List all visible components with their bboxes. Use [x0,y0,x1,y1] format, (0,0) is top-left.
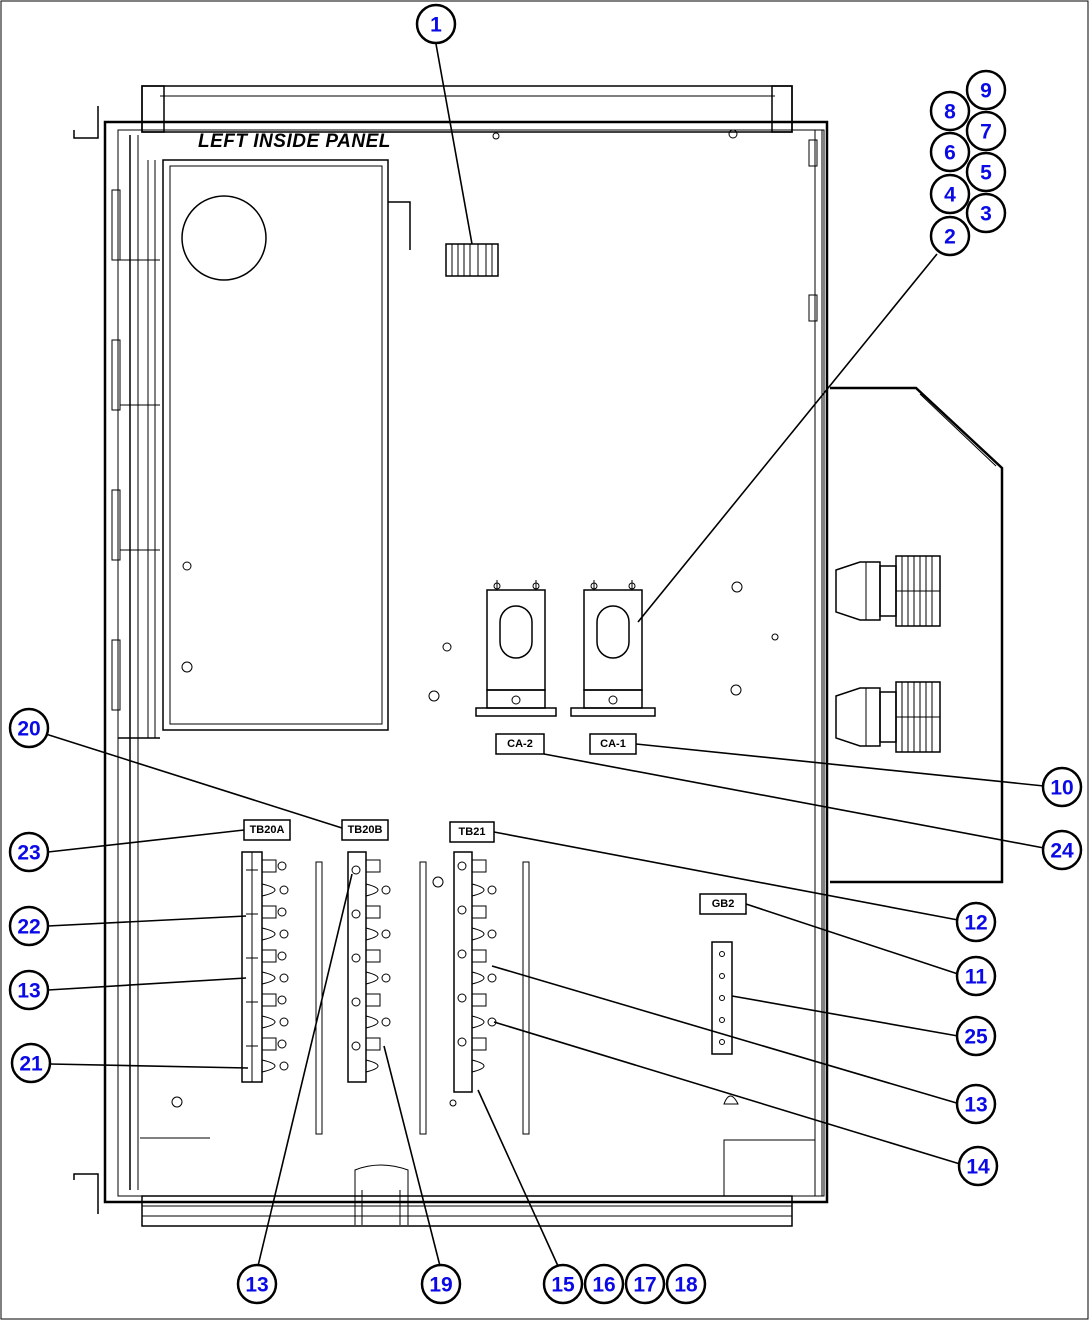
callout-17: 17 [624,1263,666,1305]
callout-4: 4 [929,173,971,215]
svg-text:2: 2 [944,226,956,249]
callout-19: 19 [420,1263,462,1305]
svg-text:GB2: GB2 [712,898,735,910]
din-rail-1 [315,861,323,1135]
svg-text:1: 1 [430,14,442,37]
callout-15: 15 [542,1263,584,1305]
grommet-block [445,243,499,277]
callout-22: 22 [8,905,50,947]
terminal-strip-tb21 [453,851,497,1093]
right-external-box [830,386,1004,884]
callout-18: 18 [665,1263,707,1305]
svg-text:14: 14 [966,1156,990,1179]
svg-text:CA-2: CA-2 [507,738,533,750]
svg-text:9: 9 [980,80,992,103]
svg-text:13: 13 [245,1274,268,1297]
cabinet-outline [73,85,829,1227]
svg-text:8: 8 [944,101,956,124]
callout-13-left: 13 [8,969,50,1011]
callout-20: 20 [8,707,50,749]
terminal-strip-tb20a [241,851,289,1083]
callout-5: 5 [965,151,1007,193]
callout-24: 24 [1041,829,1083,871]
svg-text:23: 23 [17,842,40,865]
svg-text:21: 21 [19,1053,43,1076]
svg-text:22: 22 [17,916,40,939]
tag-ca1: CA-1 [589,733,637,755]
callout-9: 9 [965,69,1007,111]
svg-text:16: 16 [592,1274,615,1297]
callout-21: 21 [10,1042,52,1084]
callout-12: 12 [955,901,997,943]
svg-text:7: 7 [980,121,992,144]
tag-tb21: TB21 [449,821,495,843]
svg-text:6: 6 [944,142,956,165]
svg-text:20: 20 [17,718,40,741]
svg-text:15: 15 [551,1274,575,1297]
callout-13-right: 13 [955,1083,997,1125]
svg-text:CA-1: CA-1 [600,738,626,750]
svg-text:TB21: TB21 [459,826,486,838]
callout-6: 6 [929,131,971,173]
svg-text:11: 11 [965,966,988,989]
callout-16: 16 [583,1263,625,1305]
svg-text:13: 13 [964,1094,987,1117]
din-rail-3 [522,861,530,1135]
svg-text:18: 18 [674,1274,698,1297]
tag-tb20b: TB20B [341,819,389,841]
tag-ca2: CA-2 [495,733,545,755]
tag-tb20a: TB20A [243,819,291,841]
callout-13-bottom: 13 [236,1263,278,1305]
callout-23: 23 [8,831,50,873]
capacitor-ca1 [570,580,656,717]
svg-text:24: 24 [1050,840,1074,863]
callout-10: 10 [1041,766,1083,808]
callout-8: 8 [929,90,971,132]
panel-title: LEFT INSIDE PANEL [198,131,391,152]
svg-text:TB20B: TB20B [348,824,383,836]
ground-bar [711,941,733,1055]
svg-text:3: 3 [980,203,992,226]
callout-25: 25 [955,1015,997,1057]
svg-text:5: 5 [980,162,992,185]
din-rail-2 [419,861,427,1135]
svg-text:25: 25 [964,1026,988,1049]
tag-gb2: GB2 [699,893,747,915]
callout-3: 3 [965,192,1007,234]
callout-14: 14 [957,1145,999,1187]
svg-text:4: 4 [944,184,956,207]
svg-text:12: 12 [964,912,987,935]
svg-text:17: 17 [633,1274,656,1297]
callout-2: 2 [929,215,971,257]
svg-text:19: 19 [429,1274,452,1297]
callout-1: 1 [415,3,457,45]
svg-text:13: 13 [17,980,40,1003]
svg-text:TB20A: TB20A [250,824,285,836]
callout-7: 7 [965,110,1007,152]
capacitor-ca2 [475,580,557,717]
leader-lines [29,43,1045,1267]
left-enclosure [118,159,411,739]
svg-text:10: 10 [1050,777,1073,800]
terminal-strip-tb20b [347,851,391,1083]
callout-11: 11 [955,955,997,997]
